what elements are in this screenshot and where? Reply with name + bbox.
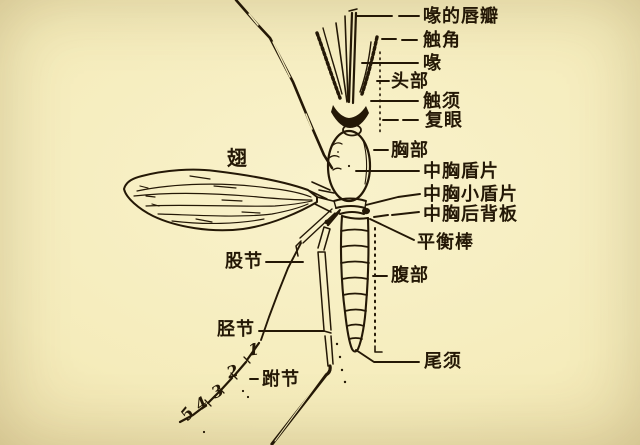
label-thorax: 胸部	[391, 140, 429, 161]
head-shape	[331, 105, 369, 128]
front-leg	[234, 0, 334, 170]
label-cercus: 尾须	[424, 351, 462, 372]
antenna-left	[315, 27, 343, 100]
label-mesoscutum: 中胸盾片	[423, 161, 499, 182]
proboscis-bundle	[335, 8, 358, 105]
scutellum-bands	[333, 197, 370, 215]
label-tarsus: 跗节	[262, 369, 300, 390]
label-compound-eye: 复眼	[425, 110, 463, 131]
antenna-right	[359, 35, 379, 96]
label-proboscis: 喙	[423, 53, 442, 74]
tarsomere-number-1: 1	[246, 339, 261, 360]
tarsus-leg	[178, 208, 336, 424]
label-palpus: 触须	[423, 91, 461, 112]
label-labella: 喙的唇瓣	[423, 6, 499, 27]
neck-shape	[342, 123, 362, 137]
label-mesoscutellum: 中胸小盾片	[423, 184, 518, 205]
wing-shape	[123, 168, 335, 232]
label-haltere: 平衡棒	[417, 232, 474, 253]
label-tibia: 胫节	[217, 319, 255, 340]
label-postnotum: 中胸后背板	[423, 204, 518, 225]
abdomen-shape	[339, 214, 383, 353]
ink-specks	[202, 342, 347, 434]
middle-leg	[270, 210, 341, 445]
label-wing: 翅	[227, 146, 248, 170]
thorax-shape	[326, 129, 372, 203]
leader-lines	[249, 15, 421, 380]
label-antenna: 触角	[423, 30, 461, 51]
label-abdomen: 腹部	[391, 265, 429, 286]
label-head: 头部	[391, 71, 429, 92]
label-femur: 股节	[225, 251, 263, 272]
